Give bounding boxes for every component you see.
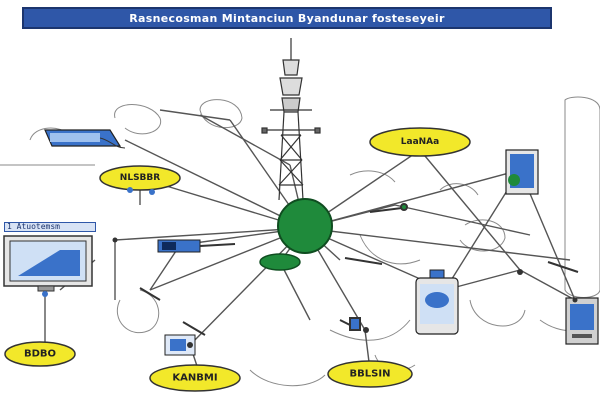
radio-tower-icon xyxy=(261,38,321,201)
secondary-hub-node xyxy=(259,253,301,271)
title-bar: Rasnecosman Mintanciun Byandunar fostese… xyxy=(22,7,552,29)
server-icon xyxy=(565,297,599,345)
label-left-lower-text: BDBO xyxy=(23,348,57,360)
wrench-tool-icon xyxy=(139,203,579,336)
label-bottom-right-text: BBLSIN xyxy=(349,368,391,380)
label-oval-bottom-left xyxy=(149,364,241,392)
label-oval-bottom-right xyxy=(327,360,413,388)
small-node-icons xyxy=(42,187,578,348)
label-top-right-text: LaaNAa xyxy=(400,137,440,147)
tablet-right-icon xyxy=(505,149,539,195)
handheld-device-icon xyxy=(415,269,459,335)
laptop-icon xyxy=(44,129,126,149)
label-bottom-left-text: KANBMI xyxy=(172,372,218,384)
monitor-icon xyxy=(3,235,93,292)
label-oval-left-upper xyxy=(99,165,181,191)
tablet-icon xyxy=(157,239,236,253)
side-panel-label: 1 Atuotemsm xyxy=(4,222,96,232)
label-oval-top-right xyxy=(369,127,471,157)
smartphone-icon xyxy=(164,334,196,356)
central-hub-node xyxy=(277,198,333,254)
page-title: Rasnecosman Mintanciun Byandunar fostese… xyxy=(129,11,445,25)
label-oval-left-lower xyxy=(4,341,76,367)
label-left-upper-text: NLSBBR xyxy=(119,173,161,183)
